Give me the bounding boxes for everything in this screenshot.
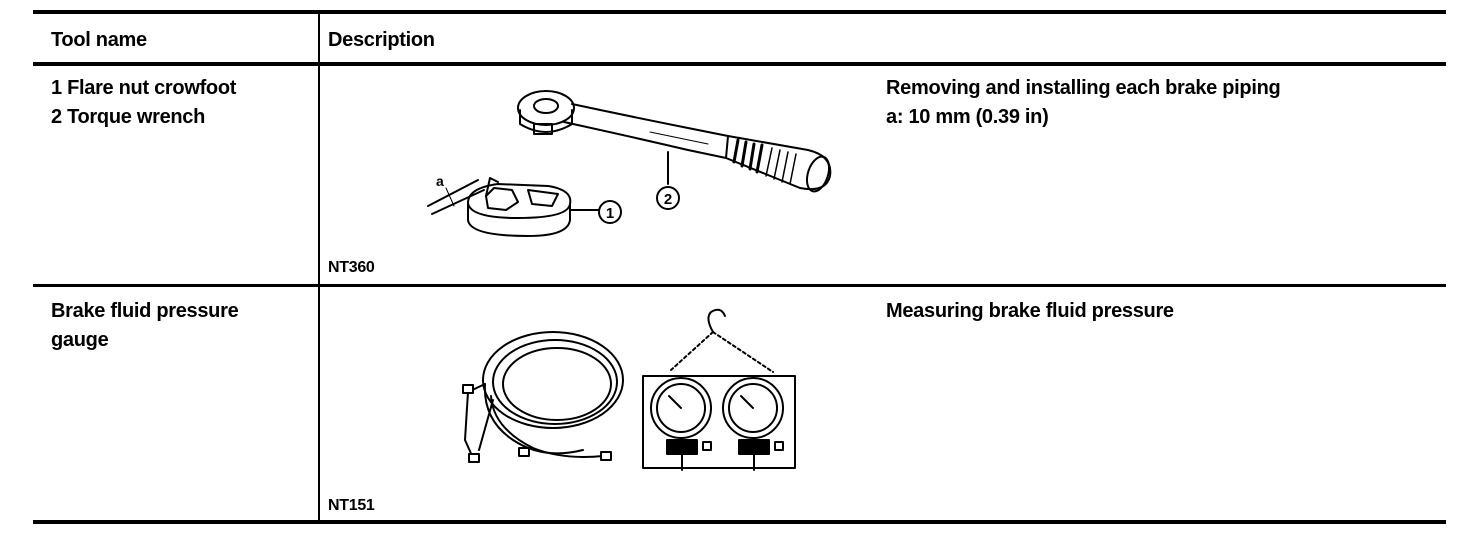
crowfoot-torque-wrench-illustration: 2 a 1 xyxy=(427,90,832,237)
dimension-a-label: a xyxy=(436,173,444,189)
row2-tool-name-line1: Brake fluid pressure xyxy=(51,300,239,322)
row1-description-line2: a: 10 mm (0.39 in) xyxy=(886,106,1049,128)
row1-tool-name-line2: 2 Torque wrench xyxy=(51,106,206,128)
callout-2-label: 2 xyxy=(664,191,672,208)
row-divider xyxy=(33,284,1446,287)
header-rule xyxy=(33,62,1446,66)
header-tool-name: Tool name xyxy=(51,29,147,51)
row1-tool-name-line1: 1 Flare nut crowfoot xyxy=(51,77,237,99)
brake-fluid-pressure-gauge-illustration xyxy=(462,308,796,471)
column-divider xyxy=(318,14,320,520)
callout-1-label: 1 xyxy=(606,205,614,222)
table-top-rule xyxy=(33,10,1446,14)
header-description: Description xyxy=(328,29,435,51)
row1-figure-code: NT360 xyxy=(328,259,375,276)
row2-tool-name-line2: gauge xyxy=(51,329,109,351)
row2-description: Measuring brake fluid pressure xyxy=(886,300,1174,322)
row1-description-line1: Removing and installing each brake pipin… xyxy=(886,77,1281,99)
row2-figure-code: NT151 xyxy=(328,497,375,514)
table-bottom-rule xyxy=(33,520,1446,524)
